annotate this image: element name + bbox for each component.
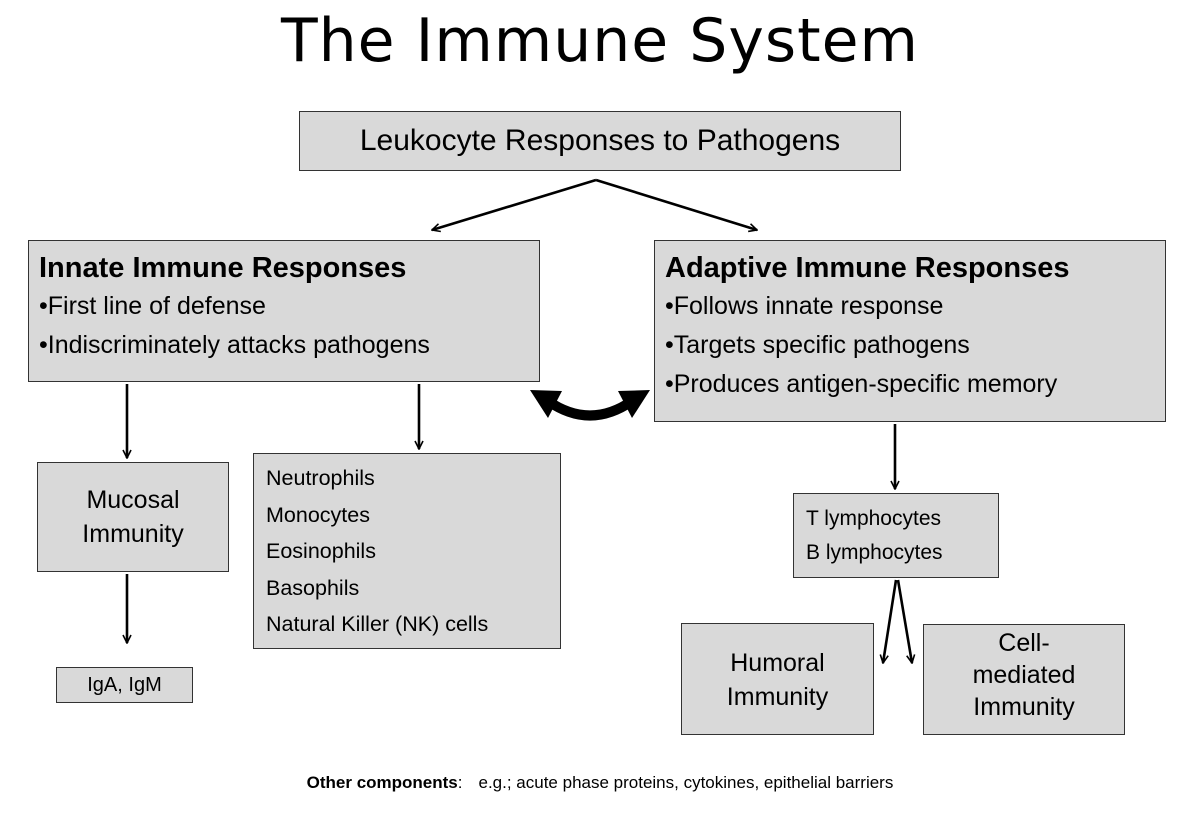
innate-cell-item: Natural Killer (NK) cells: [266, 612, 489, 636]
innate-immune-responses-box: Innate Immune Responses •First line of d…: [28, 240, 540, 382]
mucosal-immunity-box: Mucosal Immunity: [37, 462, 229, 572]
innate-cells-box: Neutrophils Monocytes Eosinophils Basoph…: [253, 453, 561, 649]
innate-heading: Innate Immune Responses: [39, 252, 407, 284]
adaptive-immune-responses-box: Adaptive Immune Responses •Follows innat…: [654, 240, 1166, 422]
cell-mediated-line: Cell-: [998, 629, 1050, 657]
cell-mediated-immunity-box: Cell- mediated Immunity: [923, 624, 1125, 735]
double-arrow-innate-adaptive: [530, 390, 650, 421]
innate-cell-item: Eosinophils: [266, 539, 376, 563]
humoral-immunity-box: Humoral Immunity: [681, 623, 874, 735]
lymphocyte-item: B lymphocytes: [806, 541, 943, 564]
footer-label: Other components: [306, 773, 458, 792]
innate-bullet: •First line of defense: [39, 292, 266, 320]
footer-note: Other components: e.g.; acute phase prote…: [0, 771, 1200, 795]
humoral-line: Humoral: [730, 649, 825, 677]
innate-cell-item: Neutrophils: [266, 466, 375, 490]
footer-text: e.g.; acute phase proteins, cytokines, e…: [478, 773, 894, 792]
innate-bullet: •Indiscriminately attacks pathogens: [39, 331, 430, 359]
lymphocyte-item: T lymphocytes: [806, 507, 941, 530]
adaptive-heading: Adaptive Immune Responses: [665, 252, 1070, 284]
cell-mediated-line: Immunity: [973, 693, 1075, 721]
innate-cell-item: Monocytes: [266, 502, 370, 527]
humoral-line: Immunity: [726, 683, 829, 711]
immunoglobulins-box: IgA, IgM: [56, 667, 193, 703]
innate-cell-item: Basophils: [266, 575, 360, 600]
adaptive-bullet: •Produces antigen-specific memory: [665, 370, 1058, 398]
cell-mediated-line: mediated: [972, 661, 1076, 689]
arrow-lymphocytes-to-humoral: [883, 579, 898, 663]
arrow-root-to-adaptive: [595, 178, 757, 230]
leukocyte-responses-box: Leukocyte Responses to Pathogens: [299, 111, 901, 171]
diagram-title: The Immune System: [280, 6, 920, 76]
footer-colon: :: [457, 773, 463, 792]
arrow-root-to-innate: [432, 178, 597, 230]
adaptive-bullet: •Follows innate response: [665, 292, 944, 320]
adaptive-bullet: •Targets specific pathogens: [665, 331, 970, 359]
mucosal-line: Mucosal: [86, 486, 180, 514]
arrow-lymphocytes-to-cell-mediated: [896, 579, 912, 663]
lymphocytes-box: T lymphocytes B lymphocytes: [793, 493, 999, 578]
mucosal-line: Immunity: [82, 520, 184, 548]
